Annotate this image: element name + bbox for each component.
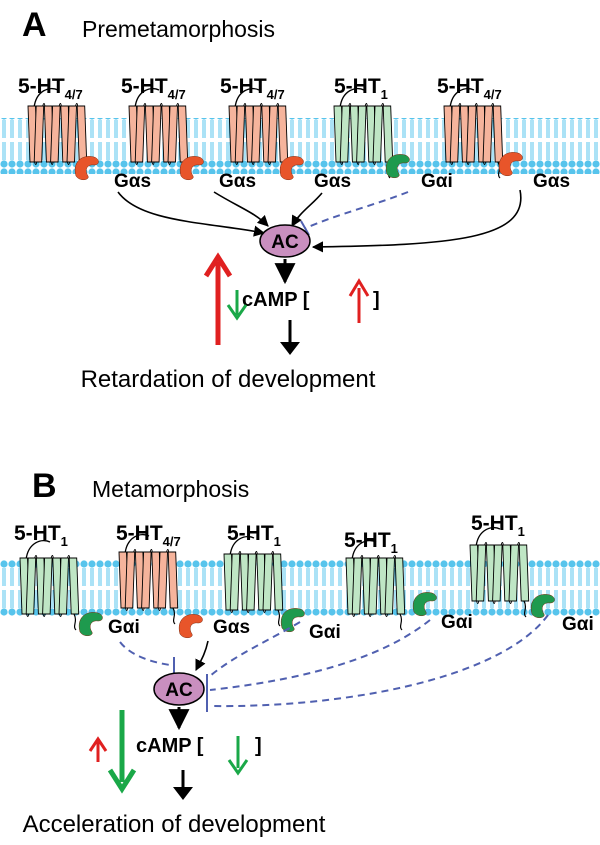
g-protein-a3-icon bbox=[279, 156, 304, 180]
panel-a-title: Premetamorphosis bbox=[82, 16, 275, 42]
receptor-a5-icon bbox=[443, 87, 504, 179]
g-protein-a5-label: Gαs bbox=[533, 171, 570, 192]
inhibition-bar-a bbox=[300, 220, 310, 236]
gas-to-ac-arrow-b bbox=[195, 640, 209, 672]
g-protein-b4-label: Gαi bbox=[441, 612, 473, 633]
receptor-a3-label: 5-HT4/7 bbox=[220, 75, 285, 102]
g-protein-a4-label: Gαi bbox=[421, 171, 453, 192]
receptor-a1-label: 5-HT4/7 bbox=[18, 75, 83, 102]
g-protein-b3-icon bbox=[280, 608, 305, 632]
g-protein-a2-icon bbox=[179, 156, 204, 180]
receptor-a2-icon bbox=[128, 87, 189, 179]
g-protein-a4-icon bbox=[385, 154, 410, 178]
outcome-a: Retardation of development bbox=[81, 366, 376, 393]
gas-to-ac-arrow-1 bbox=[117, 191, 266, 237]
ac-b-label: AC bbox=[165, 680, 193, 701]
receptor-a4-icon bbox=[333, 87, 394, 179]
camp-decrease-icon bbox=[227, 736, 249, 776]
receptor-a5-label: 5-HT4/7 bbox=[437, 75, 502, 102]
receptor-a2-label: 5-HT4/7 bbox=[121, 75, 186, 102]
g-protein-a2-label: Gαs bbox=[219, 171, 256, 192]
g-protein-b3-label: Gαi bbox=[309, 622, 341, 643]
gas-to-ac-arrow-3 bbox=[291, 192, 323, 227]
camp-b-label: cAMP [ bbox=[136, 735, 204, 757]
g-protein-b4-icon bbox=[412, 592, 437, 616]
g-protein-b1-icon bbox=[78, 612, 103, 636]
large-increase-arrow-icon bbox=[203, 252, 233, 345]
receptor-b2-label: 5-HT4/7 bbox=[116, 522, 181, 549]
outcome-b: Acceleration of development bbox=[23, 811, 326, 838]
gas-to-ac-arrow-5 bbox=[311, 189, 522, 253]
receptor-b2-icon bbox=[118, 533, 179, 625]
g-protein-b5-icon bbox=[530, 594, 555, 618]
adenylyl-cyclase-a bbox=[259, 224, 311, 258]
panel-b-title: Metamorphosis bbox=[92, 476, 249, 502]
receptor-b4-icon bbox=[345, 539, 406, 631]
panel-b-letter: B bbox=[32, 467, 57, 505]
gas-to-ac-arrow-2 bbox=[213, 191, 269, 227]
camp-b-bracket-close: ] bbox=[255, 735, 262, 757]
panel-a-letter: A bbox=[22, 6, 47, 44]
camp-to-outcome-arrowhead-b bbox=[173, 787, 193, 800]
receptor-b1-label: 5-HT1 bbox=[14, 522, 68, 549]
gai-inhibition-line-b3 bbox=[209, 621, 301, 677]
receptor-b5-label: 5-HT1 bbox=[471, 512, 525, 539]
gai-inhibition-line-b4 bbox=[209, 619, 431, 691]
small-increase-arrow-icon bbox=[88, 736, 108, 762]
gai-inhibition-line-b5 bbox=[209, 614, 549, 708]
g-protein-b2-icon bbox=[178, 614, 203, 638]
g-protein-b2-label: Gαs bbox=[213, 617, 250, 638]
receptor-a1-icon bbox=[27, 87, 88, 179]
g-protein-a3-label: Gαs bbox=[314, 171, 351, 192]
small-decrease-arrow-icon bbox=[226, 290, 248, 321]
g-protein-a5-icon bbox=[498, 152, 523, 176]
receptor-b3-label: 5-HT1 bbox=[227, 522, 281, 549]
adenylyl-cyclase-b bbox=[153, 672, 205, 706]
receptor-a3-icon bbox=[228, 87, 289, 179]
gai-inhibition-line-b1 bbox=[119, 641, 171, 666]
camp-to-outcome-arrowhead-a bbox=[280, 342, 300, 355]
panel-a: A Premetamorphosis 5-HT4/7 5-HT4/7 5-HT4… bbox=[0, 6, 600, 393]
receptor-b4-label: 5-HT1 bbox=[344, 529, 398, 556]
camp-increase-icon bbox=[348, 278, 370, 323]
g-protein-b1-label: Gαi bbox=[108, 617, 140, 638]
panel-b: B Metamorphosis 5-HT1 5-HT4/7 5-HT1 5-HT… bbox=[0, 467, 600, 838]
receptor-a4-label: 5-HT1 bbox=[334, 75, 388, 102]
g-protein-a1-label: Gαs bbox=[114, 171, 151, 192]
g-protein-b5-label: Gαi bbox=[562, 614, 594, 635]
camp-a-bracket-close: ] bbox=[373, 289, 380, 311]
camp-a-label: cAMP [ bbox=[242, 289, 310, 311]
large-decrease-arrow-icon bbox=[107, 710, 137, 794]
receptor-b1-icon bbox=[19, 539, 80, 631]
gai-inhibition-line-a bbox=[305, 191, 409, 229]
ac-a-label: AC bbox=[271, 232, 299, 253]
receptor-b3-icon bbox=[223, 535, 284, 627]
receptor-b5-icon bbox=[469, 526, 530, 618]
g-protein-a1-icon bbox=[74, 156, 99, 180]
